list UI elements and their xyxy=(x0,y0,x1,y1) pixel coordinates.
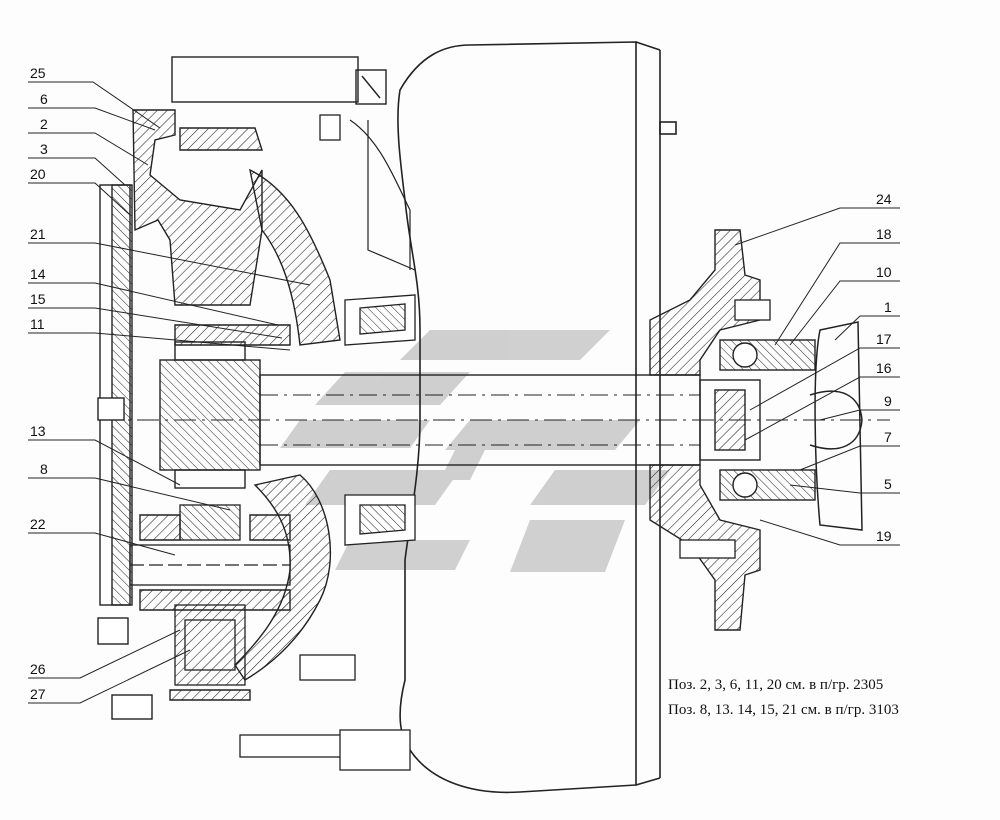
callout-2: 2 xyxy=(40,116,48,132)
callout-1: 1 xyxy=(884,299,892,315)
callout-22: 22 xyxy=(30,516,46,532)
callout-5: 5 xyxy=(884,476,892,492)
sun-gear xyxy=(159,341,261,489)
upper-bracket xyxy=(171,56,387,105)
bolts xyxy=(239,114,771,771)
callout-9: 9 xyxy=(884,393,892,409)
planet-axle xyxy=(129,544,291,586)
callout-3: 3 xyxy=(40,141,48,157)
callout-labels: 25 6 2 3 20 21 14 15 11 13 8 22 26 27 24… xyxy=(30,65,892,702)
ball-bearings xyxy=(699,339,816,501)
callout-10: 10 xyxy=(876,264,892,280)
callout-26: 26 xyxy=(30,661,46,677)
callout-11: 11 xyxy=(30,316,45,332)
planetary-carrier xyxy=(132,109,291,701)
leader-lines xyxy=(28,81,900,704)
callout-15: 15 xyxy=(30,291,46,307)
callout-14: 14 xyxy=(30,266,46,282)
callout-13: 13 xyxy=(30,423,46,439)
callout-18: 18 xyxy=(876,226,892,242)
reference-note-2: Поз. 8, 13. 14, 15, 21 см. в п/гр. 3103 xyxy=(668,702,899,718)
end-hub xyxy=(809,321,863,531)
planet-gears xyxy=(174,504,246,686)
callout-17: 17 xyxy=(876,331,892,347)
left-end-cover xyxy=(97,184,153,720)
reference-note-1: Поз. 2, 3, 6, 11, 20 см. в п/гр. 2305 xyxy=(668,677,884,693)
callout-6: 6 xyxy=(40,91,48,107)
callout-27: 27 xyxy=(30,686,46,702)
callout-21: 21 xyxy=(30,226,46,242)
tapered-bearing-upper xyxy=(344,294,416,346)
callout-7: 7 xyxy=(884,429,892,445)
callout-19: 19 xyxy=(876,528,892,544)
callout-16: 16 xyxy=(876,360,892,376)
callout-8: 8 xyxy=(40,461,48,477)
callout-24: 24 xyxy=(876,191,892,207)
callout-25: 25 xyxy=(30,65,46,81)
watermark-logo xyxy=(280,330,670,572)
tapered-bearing-lower xyxy=(344,494,416,546)
carrier-hub-web xyxy=(234,168,341,681)
main-housing xyxy=(349,41,677,794)
callout-20: 20 xyxy=(30,166,46,182)
